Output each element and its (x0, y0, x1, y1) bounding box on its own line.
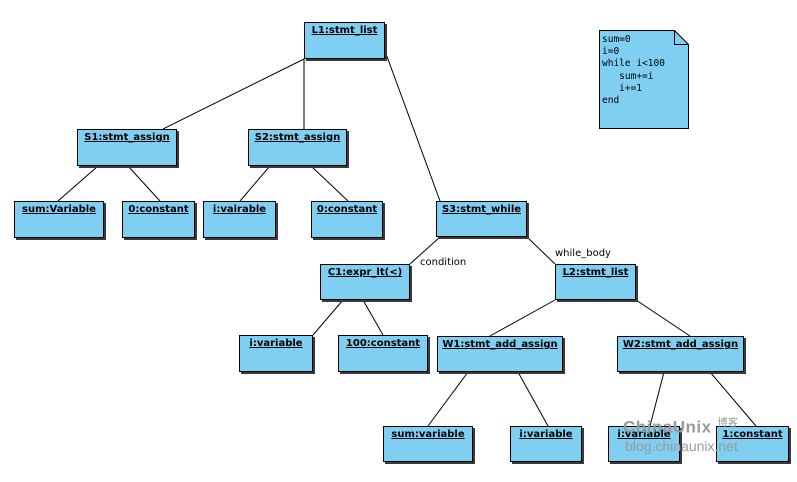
edge-s2-const (310, 165, 349, 202)
edge-w1-i (517, 371, 549, 427)
node-s2-stmt-assign[interactable]: S2:stmt_assign (248, 129, 347, 166)
node-0-constant-b[interactable]: 0:constant (311, 201, 383, 238)
edge-s1-sum (57, 165, 99, 202)
edge-l2-w1 (489, 299, 556, 337)
edge-c1-i (312, 299, 344, 336)
edge-w1-sum (427, 371, 469, 427)
edge-l1-s3 (384, 50, 441, 202)
edge-s3-l2 (526, 236, 556, 265)
node-w1-stmt-add-assign[interactable]: W1:stmt_add_assign (437, 336, 563, 372)
node-0-constant-a[interactable]: 0:constant (122, 201, 195, 238)
edge-w2-const (709, 371, 757, 427)
code-note[interactable]: sum=0 i=0 while i<100 sum+=i i+=1 end (599, 30, 689, 129)
node-100-constant[interactable]: 100:constant (338, 335, 428, 372)
edge-l2-w2 (635, 299, 691, 337)
edge-label-while-body: while_body (555, 248, 611, 259)
node-i-vairable[interactable]: i:vairable (203, 201, 276, 238)
edge-w2-i (649, 371, 665, 427)
watermark-url: blog.chinaunix.net (625, 438, 738, 454)
node-s3-stmt-while[interactable]: S3:stmt_while (436, 201, 527, 237)
node-l2-stmt-list[interactable]: L2:stmt_list (555, 264, 636, 300)
edge-c1-100 (362, 299, 384, 336)
node-i-variable-w1[interactable]: i:variable (510, 426, 582, 462)
node-s1-stmt-assign[interactable]: S1:stmt_assign (77, 129, 177, 166)
node-i-variable-w2[interactable]: i:variable (608, 426, 680, 462)
note-code-text: sum=0 i=0 while i<100 sum+=i i+=1 end (602, 34, 665, 107)
node-l1-stmt-list[interactable]: L1:stmt_list (304, 22, 385, 59)
node-i-variable-c1[interactable]: i:variable (239, 335, 313, 372)
edge-s2-i (239, 165, 271, 202)
node-w2-stmt-add-assign[interactable]: W2:stmt_add_assign (617, 336, 744, 372)
node-c1-expr-lt[interactable]: C1:expr_lt(<) (320, 264, 410, 300)
edge-label-condition: condition (420, 257, 467, 268)
node-1-constant[interactable]: 1:constant (716, 426, 789, 462)
edge-s1-const (127, 165, 161, 202)
edge-s3-c1 (409, 236, 441, 265)
node-sum-variable-w1[interactable]: sum:variable (383, 426, 473, 462)
edge-l1-s1 (162, 58, 305, 130)
note-shape (599, 30, 689, 129)
node-sum-variable[interactable]: sum:Variable (14, 201, 104, 238)
